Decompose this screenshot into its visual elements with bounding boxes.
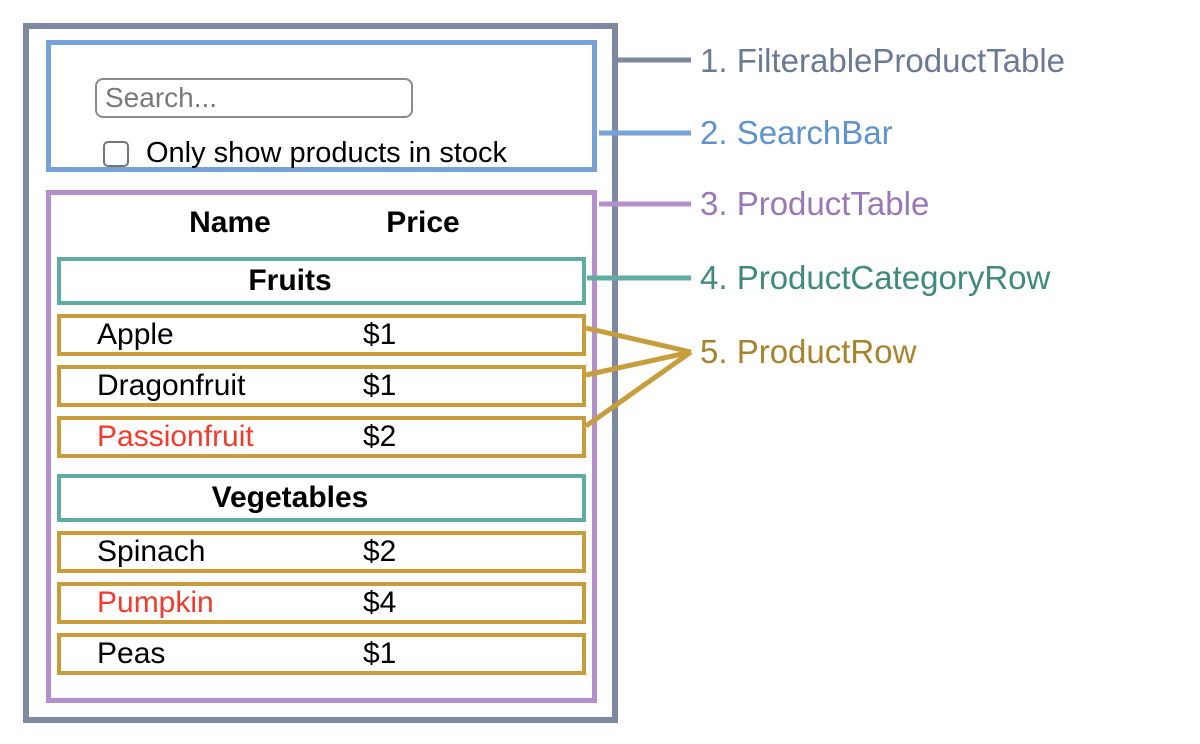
product-name: Spinach	[97, 535, 206, 568]
product-name: Dragonfruit	[97, 369, 246, 402]
category-name: Fruits	[248, 264, 332, 297]
name-column-header: Name	[189, 206, 271, 239]
product-price: $1	[363, 637, 397, 670]
product-row: Pumpkin $4	[57, 582, 586, 624]
product-price: $2	[363, 535, 397, 568]
product-name: Pumpkin	[97, 586, 214, 619]
product-row: Spinach $2	[57, 531, 586, 573]
product-row: Passionfruit $2	[57, 416, 586, 458]
category-name: Vegetables	[211, 481, 369, 514]
component-label-2: 2. SearchBar	[700, 114, 893, 151]
component-label-4: 4. ProductCategoryRow	[700, 259, 1051, 296]
product-name: Peas	[97, 637, 166, 670]
product-price: $1	[363, 369, 397, 402]
product-row: Peas $1	[57, 633, 586, 675]
product-price: $2	[363, 420, 397, 453]
product-category-row: Fruits	[57, 257, 586, 305]
in-stock-checkbox[interactable]	[103, 140, 129, 167]
product-name: Passionfruit	[97, 420, 254, 453]
component-label-1: 1. FilterableProductTable	[700, 42, 1066, 79]
product-row: Dragonfruit $1	[57, 365, 586, 407]
component-label-5: 5. ProductRow	[700, 333, 917, 370]
component-label-3: 3. ProductTable	[700, 185, 930, 222]
price-column-header: Price	[386, 206, 460, 239]
product-price: $1	[363, 318, 397, 351]
product-category-row: Vegetables	[57, 474, 586, 522]
table-header-row: Name Price	[97, 205, 586, 241]
in-stock-filter: Only show products in stock	[103, 137, 507, 170]
search-input[interactable]	[95, 78, 413, 118]
product-name: Apple	[97, 318, 174, 351]
in-stock-checkbox-label: Only show products in stock	[146, 137, 508, 169]
product-price: $4	[363, 586, 397, 619]
product-row: Apple $1	[57, 314, 586, 356]
search-bar-box: Only show products in stock	[46, 40, 597, 172]
